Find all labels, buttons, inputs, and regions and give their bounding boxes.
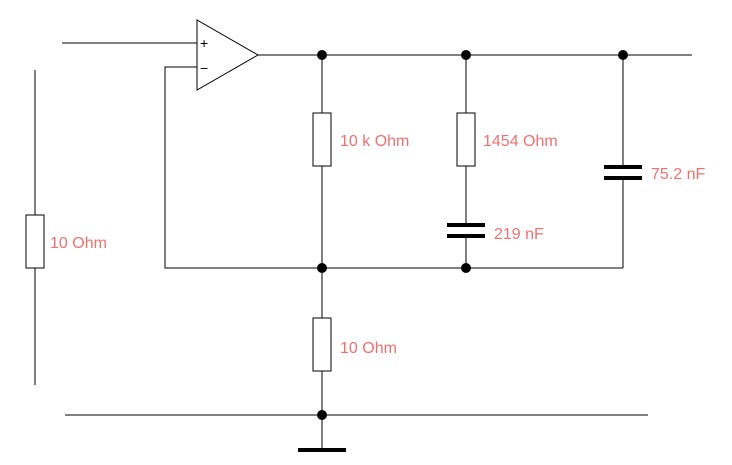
rc-series-branch: [447, 55, 485, 268]
opamp-triangle: [196, 19, 260, 91]
series-resistor: [456, 112, 476, 167]
series-resistor-label: 1454 Ohm: [483, 133, 558, 150]
ground-resistor-label: 10 Ohm: [340, 340, 397, 357]
opamp: + −: [196, 19, 260, 91]
left-resistor-branch: [25, 70, 45, 385]
feedback-wire: [164, 66, 623, 269]
parallel-capacitor-label: 75.2 nF: [651, 166, 705, 183]
feedback-resistor-branch: [312, 55, 332, 318]
ground-resistor: [312, 317, 332, 372]
junction-dot: [317, 410, 327, 420]
opamp-plus-sign: +: [200, 35, 208, 51]
left-resistor: [25, 214, 45, 269]
feedback-resistor-label: 10 k Ohm: [340, 133, 409, 150]
ground-resistor-branch: [312, 317, 332, 450]
feedback-resistor: [312, 112, 332, 167]
parallel-capacitor-branch: [604, 55, 642, 268]
series-capacitor-label: 219 nF: [494, 226, 544, 243]
junction-dot: [317, 50, 327, 60]
junction-dot: [461, 263, 471, 273]
junction-dot: [618, 50, 628, 60]
junction-dot: [317, 263, 327, 273]
junction-dot: [461, 50, 471, 60]
opamp-minus-sign: −: [200, 60, 208, 76]
junctions: [317, 50, 628, 420]
left-resistor-label: 10 Ohm: [50, 235, 107, 252]
